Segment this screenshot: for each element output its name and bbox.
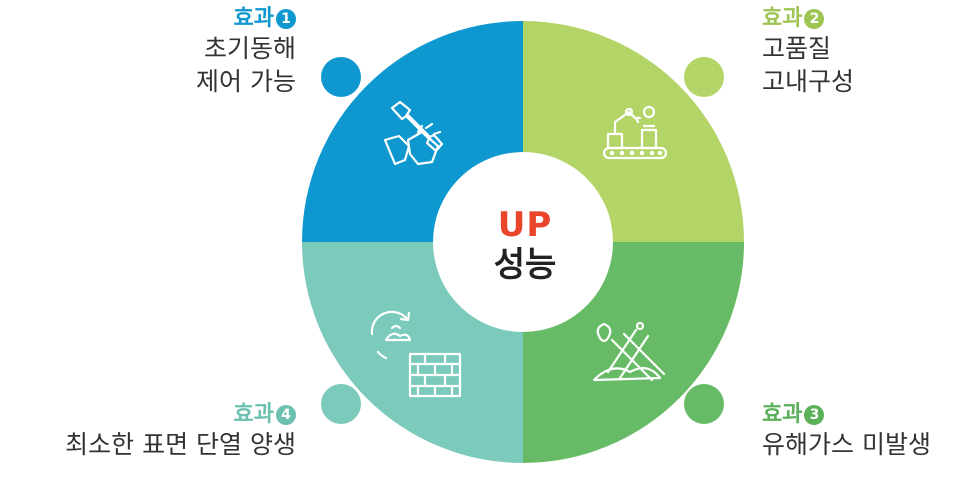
effect-1-number-badge: 1 (276, 9, 296, 29)
effect-4-title: 효과 4 (10, 402, 296, 428)
effect-1-title-text: 효과 (233, 6, 274, 31)
effect-1-title: 효과 1 (150, 6, 296, 32)
effect-3-title-text: 효과 (762, 402, 803, 427)
effect-2-line-1: 고품질 (762, 34, 832, 63)
effect-2-number-badge: 2 (804, 9, 825, 29)
brand-logo: UP (497, 205, 553, 245)
effect-1-line-1: 초기동해 (203, 34, 296, 63)
effect-3-label: 효과 3 유해가스 미발생 (762, 402, 968, 461)
center-disc (433, 152, 613, 332)
effect-1-line-2: 제어 가능 (196, 67, 296, 96)
effect-3-line-1: 유해가스 미발생 (762, 430, 931, 459)
effect-2-line-2: 고내구성 (762, 67, 855, 96)
effect-3-title: 효과 3 (762, 402, 968, 428)
robot-arm-conveyor-icon (602, 105, 668, 160)
effect-4-title-text: 효과 (233, 402, 274, 427)
connector-bubble-4 (321, 384, 361, 424)
effect-2-label: 효과 2 고품질 고내구성 (762, 6, 942, 98)
effect-2-title: 효과 2 (762, 6, 942, 32)
wrench-hand-icon (383, 100, 444, 166)
connector-bubble-2 (684, 57, 724, 97)
effect-3-number-badge: 3 (804, 405, 825, 425)
connector-bubble-3 (684, 384, 724, 424)
effect-4-label: 효과 4 최소한 표면 단열 양생 (10, 402, 296, 461)
brick-wall-recycle-icon (370, 310, 462, 398)
effect-4-line-1: 최소한 표면 단열 양생 (65, 430, 296, 459)
no-gas-shovel-icon (592, 321, 666, 382)
center-label-group: UP 성능 (455, 205, 595, 285)
effect-1-label: 효과 1 초기동해 제어 가능 (150, 6, 296, 98)
connector-bubble-1 (321, 57, 361, 97)
center-title: 성능 (493, 245, 557, 285)
effect-2-title-text: 효과 (762, 6, 803, 31)
effect-4-number-badge: 4 (276, 405, 296, 425)
